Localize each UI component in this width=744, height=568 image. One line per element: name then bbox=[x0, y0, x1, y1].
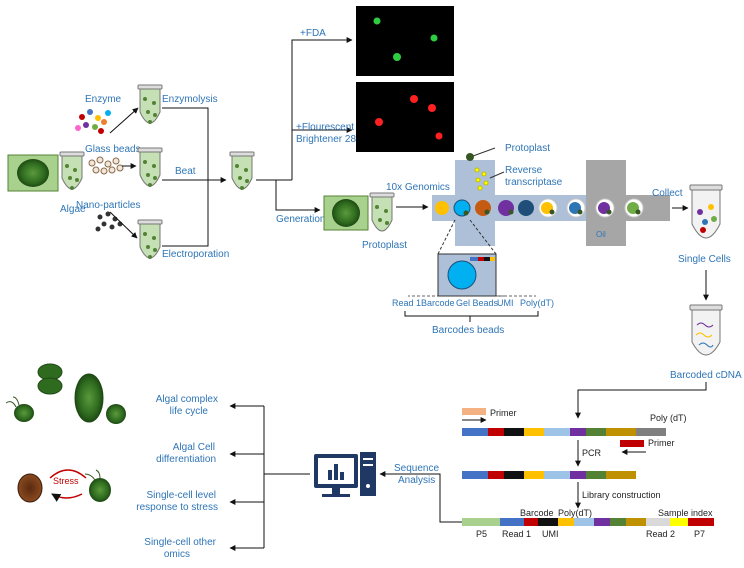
primer1-block bbox=[462, 408, 486, 415]
library-construction-label: Library construction bbox=[582, 490, 661, 500]
umi-bot-label: UMI bbox=[542, 529, 559, 539]
fda-label: +FDA bbox=[300, 28, 326, 39]
reverse-transcriptase-dots bbox=[474, 167, 489, 191]
oil-label: Oil bbox=[596, 230, 606, 239]
fda-fluorescence-image bbox=[356, 6, 454, 76]
single-cells-tube bbox=[689, 184, 723, 239]
app1-line1: Algal complex bbox=[156, 394, 218, 405]
p5-label: P5 bbox=[476, 529, 487, 539]
barcodes-beads-bracket bbox=[404, 311, 539, 322]
algae-tube bbox=[59, 151, 85, 190]
collect-label: Collect bbox=[652, 188, 683, 199]
glass-beads bbox=[88, 156, 124, 175]
gel-bead-droplets bbox=[435, 198, 644, 218]
enzyme-dots bbox=[75, 109, 111, 134]
nano-particles bbox=[95, 211, 123, 232]
sample-index-label: Sample index bbox=[658, 508, 713, 518]
library-strip-3 bbox=[462, 518, 714, 526]
seq-label-line1: Sequence bbox=[394, 463, 439, 474]
stress-illustration bbox=[17, 469, 111, 503]
beat-label: Beat bbox=[175, 166, 196, 177]
app4-line2: omics bbox=[164, 549, 190, 560]
protoplast-entry bbox=[466, 147, 496, 161]
flourescent-label-line1: +Flourescent bbox=[296, 122, 354, 133]
beat-tube bbox=[137, 147, 163, 187]
barcode-bot-label: Barcode bbox=[520, 508, 554, 518]
app3-line2: response to stress bbox=[136, 502, 218, 513]
polydt1-label: Poly (dT) bbox=[650, 413, 687, 423]
umi-top-label: UMI bbox=[497, 298, 514, 308]
polydt-top-label: Poly(dT) bbox=[520, 298, 554, 308]
gel-beads-label: Gel Beads bbox=[456, 298, 499, 308]
generation-label: Generation bbox=[276, 214, 325, 225]
read1-top-label: Read 1 bbox=[392, 298, 421, 308]
enzyme-label: Enzyme bbox=[85, 94, 122, 105]
electroporation-tube bbox=[137, 219, 163, 259]
rt-label-line2: transcriptase bbox=[505, 177, 563, 188]
app3-line1: Single-cell level bbox=[147, 490, 216, 501]
central-tube bbox=[229, 151, 255, 190]
glass-beads-label: Glass beads bbox=[85, 144, 141, 155]
barcoded-cdna-tube bbox=[689, 304, 723, 356]
protoplast-label: Protoplast bbox=[362, 240, 407, 251]
algae-image bbox=[7, 154, 59, 192]
enzymolysis-label: Enzymolysis bbox=[162, 94, 218, 105]
bead-zoom-box bbox=[437, 219, 497, 297]
app2-line2: differentiation bbox=[156, 454, 216, 465]
barcoded-cdna-label: Barcoded cDNA bbox=[670, 370, 742, 381]
pcr-label: PCR bbox=[582, 448, 602, 458]
stress-label: Stress bbox=[53, 476, 79, 486]
read2-label: Read 2 bbox=[646, 529, 675, 539]
app4-line1: Single-cell other bbox=[144, 537, 216, 548]
library-strip-1 bbox=[462, 428, 666, 436]
read1-bot-label: Read 1 bbox=[502, 529, 531, 539]
polydt-bot-label: Poly(dT) bbox=[558, 508, 592, 518]
primer2-label: Primer bbox=[648, 438, 675, 448]
primer2-block bbox=[620, 440, 644, 447]
electroporation-label: Electroporation bbox=[162, 249, 229, 260]
nano-particles-label: Nano-particles bbox=[76, 200, 140, 211]
brightener-fluorescence-image bbox=[356, 82, 454, 152]
barcodes-beads-label: Barcodes beads bbox=[432, 325, 504, 336]
protoplast-image bbox=[323, 195, 369, 231]
tenx-genomics-label: 10x Genomics bbox=[386, 182, 450, 193]
library-strip-2 bbox=[462, 471, 636, 479]
barcode-top-label: Barcode bbox=[421, 298, 455, 308]
single-cells-label: Single Cells bbox=[678, 254, 731, 265]
seq-label-line2: Analysis bbox=[398, 475, 435, 486]
p7-label: P7 bbox=[694, 529, 705, 539]
enzyme-tube bbox=[137, 84, 163, 124]
computer-icon bbox=[314, 452, 376, 497]
protoplast-tube bbox=[369, 192, 395, 232]
protoplast-top-label: Protoplast bbox=[505, 143, 550, 154]
algae-label: Algae bbox=[60, 204, 86, 215]
app2-line1: Algal Cell bbox=[173, 442, 215, 453]
app1-line2: life cycle bbox=[170, 406, 209, 417]
flourescent-label-line2: Brightener 28 bbox=[296, 134, 356, 145]
rt-label-line1: Reverse bbox=[505, 165, 543, 176]
algal-cells-illustration bbox=[5, 363, 126, 424]
primer1-label: Primer bbox=[490, 408, 517, 418]
